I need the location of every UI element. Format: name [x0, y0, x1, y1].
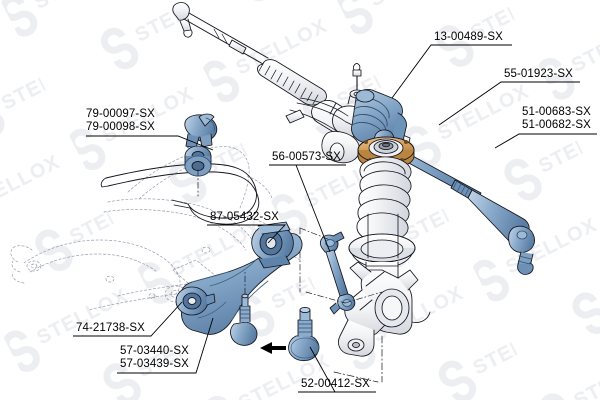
stabilizer-link-label: 56-00573-SX [272, 151, 341, 164]
part-code: 55-01923-SX [504, 68, 573, 80]
part-code: 57-03439-SX [120, 358, 189, 370]
ball-joint-label: 52-00412-SX [301, 378, 370, 391]
part-code: 74-21738-SX [76, 322, 145, 334]
strut-spring-assembly [333, 136, 431, 383]
stabilizer-bushing-label: 79-00097-SX 79-00098-SX [86, 108, 155, 134]
inner-tie-rod-label: 55-01923-SX [504, 68, 573, 81]
part-code: 52-00412-SX [301, 378, 370, 390]
ball-joint-part [260, 306, 320, 362]
part-code: 79-00097-SX [86, 108, 155, 120]
part-code: 51-00683-SX [522, 106, 591, 118]
stabilizer-bar [100, 163, 260, 225]
part-code: 51-00682-SX [522, 119, 591, 131]
control-arm-front-bushing-label: 74-21738-SX [76, 322, 145, 335]
control-arm-part [175, 221, 303, 346]
control-arm-label: 57-03440-SX 57-03439-SX [120, 345, 189, 371]
control-arm-rear-bushing-label: 87-05432-SX [210, 211, 279, 224]
install-arrow-icon [260, 342, 286, 354]
tie-rod-end-label: 51-00683-SX 51-00682-SX [522, 106, 591, 132]
part-code: 79-00098-SX [86, 121, 155, 133]
tie-rod-end-part [467, 189, 535, 275]
steering-rack-boot-label: 13-00489-SX [434, 31, 503, 44]
part-code: 13-00489-SX [434, 31, 503, 43]
stabilizer-bushing-part [184, 113, 218, 197]
part-code: 87-05432-SX [210, 211, 279, 223]
part-code: 56-00573-SX [272, 151, 341, 163]
leader-lines [73, 44, 597, 393]
part-code: 57-03440-SX [120, 345, 189, 357]
